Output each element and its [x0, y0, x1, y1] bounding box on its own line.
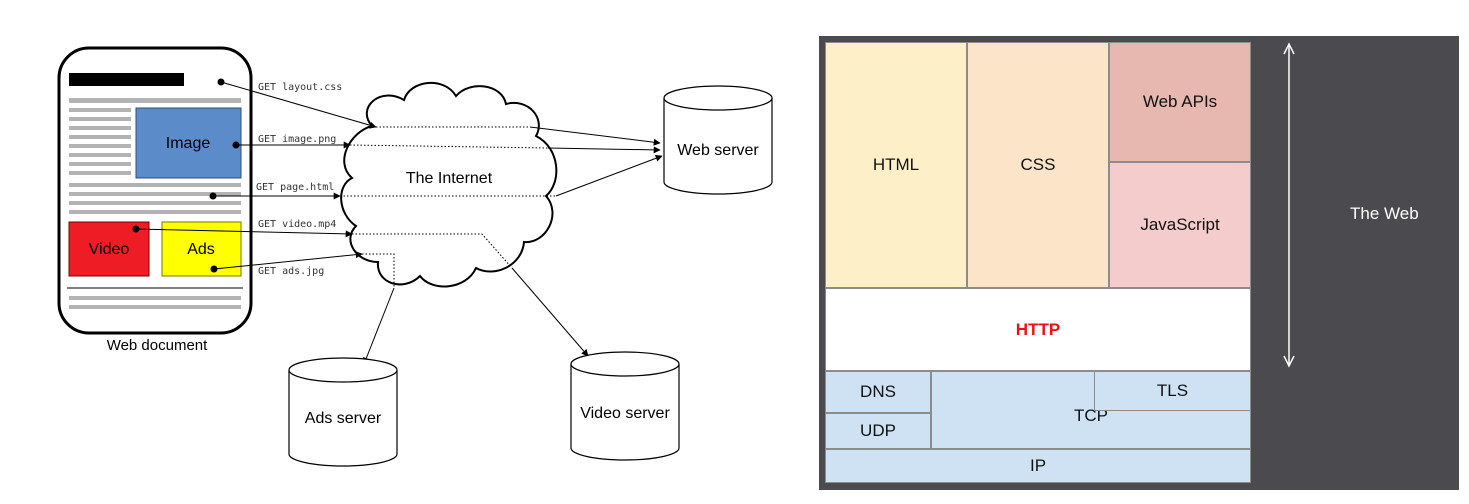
- block-udp-label: UDP: [860, 421, 896, 440]
- document-text-lines: [69, 98, 241, 309]
- request-label-css: GET layout.css: [258, 82, 342, 93]
- block-html: HTML: [825, 42, 967, 288]
- internet-label: The Internet: [406, 170, 493, 187]
- block-javascript: JavaScript: [1109, 162, 1251, 288]
- web-stack-diagram: HTML CSS Web APIs JavaScript HTTP DNS UD…: [819, 36, 1459, 490]
- request-label-video: GET video.mp4: [258, 219, 336, 230]
- block-tls: TLS: [1094, 371, 1251, 411]
- request-label-page: GET page.html: [256, 182, 334, 193]
- image-label: Image: [166, 135, 211, 152]
- block-udp: UDP: [825, 413, 931, 449]
- web-server-cylinder: [663, 85, 773, 195]
- ads-server-label: Ads server: [305, 410, 382, 427]
- block-javascript-label: JavaScript: [1140, 215, 1220, 234]
- web-span-arrow: [1283, 42, 1295, 368]
- request-label-image: GET image.png: [258, 134, 336, 145]
- video-label: Video: [89, 241, 130, 258]
- the-web-label: The Web: [1350, 204, 1419, 223]
- block-html-label: HTML: [872, 155, 920, 174]
- ads-server-cylinder: [288, 357, 398, 467]
- block-css: CSS: [967, 42, 1109, 288]
- web-document-frame: [57, 46, 253, 335]
- block-dns: DNS: [825, 371, 931, 413]
- block-ip: IP: [825, 449, 1251, 483]
- block-web-apis-label: Web APIs: [1142, 92, 1218, 111]
- block-http-label: HTTP: [1015, 319, 1061, 339]
- internet-cloud: [340, 81, 558, 288]
- block-dns-label: DNS: [860, 382, 896, 401]
- block-css-label: CSS: [1020, 155, 1056, 174]
- web-document-label: Web document: [107, 337, 208, 354]
- block-web-apis: Web APIs: [1109, 42, 1251, 162]
- web-server-label: Web server: [677, 142, 759, 159]
- web-request-diagram: Image Video Ads Web document The Interne…: [57, 46, 773, 467]
- request-lines: [135, 81, 663, 365]
- block-ip-label: IP: [1029, 456, 1047, 475]
- block-http: HTTP: [825, 288, 1251, 371]
- ads-label: Ads: [187, 241, 215, 258]
- document-title-bar: [69, 73, 184, 86]
- request-dots: [132, 78, 240, 273]
- request-label-ads: GET ads.jpg: [258, 266, 324, 277]
- block-tls-label: TLS: [1156, 381, 1189, 400]
- image-box: [135, 107, 242, 179]
- video-server-label: Video server: [580, 405, 670, 422]
- video-server-cylinder: [570, 351, 680, 461]
